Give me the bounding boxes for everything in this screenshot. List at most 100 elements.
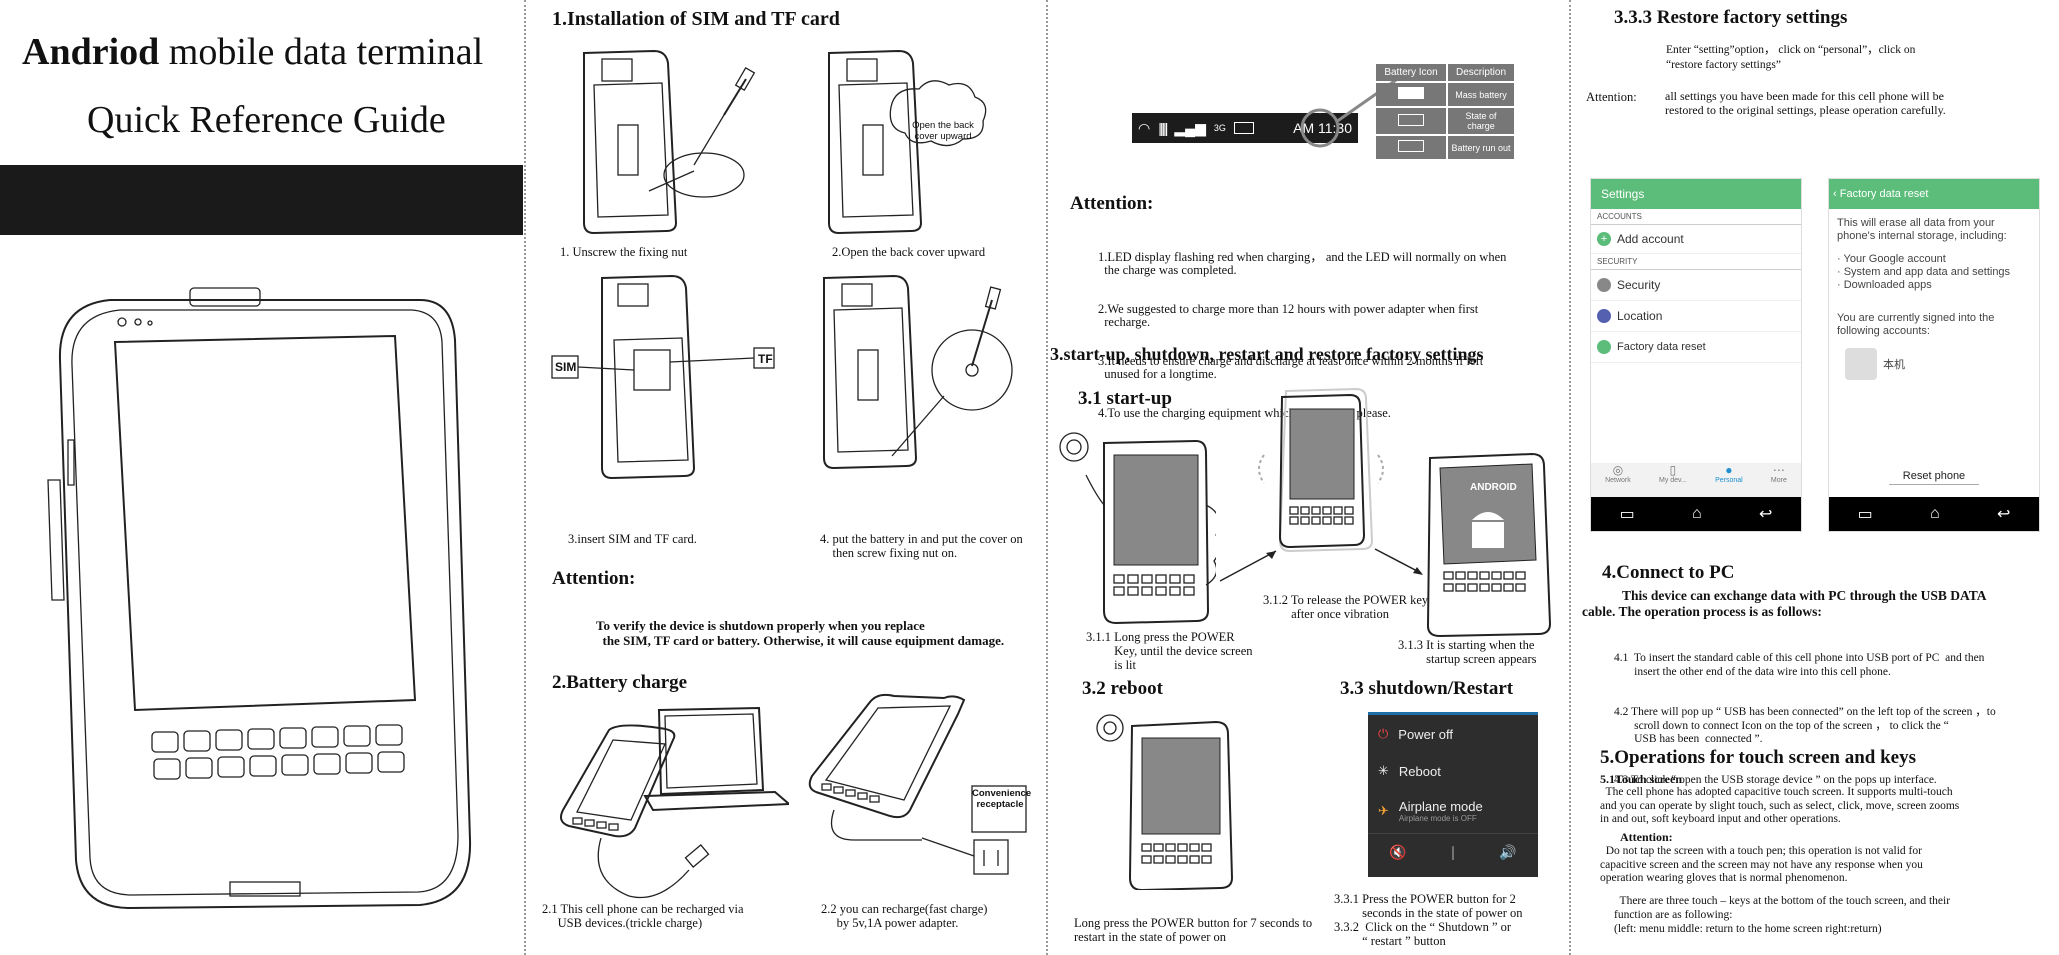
reset-icon xyxy=(1597,340,1611,354)
attention2-title: Attention: xyxy=(1070,193,1154,214)
ops-p1: The cell phone has adopted capacitive to… xyxy=(1600,786,1960,825)
startup-cap1: 3.1.1 Long press the POWER Key, until th… xyxy=(1086,630,1253,672)
add-icon: + xyxy=(1597,232,1611,246)
location-label: Location xyxy=(1617,309,1663,323)
startup-cap3: 3.1.3 It is starting when the startup sc… xyxy=(1398,638,1537,666)
restore-instruction: Enter “setting”option， click on “persona… xyxy=(1666,44,1916,71)
sim-label: SIM xyxy=(555,360,577,374)
table-header-desc: Description xyxy=(1448,64,1514,81)
startup-illustration-3: ANDROID xyxy=(1426,452,1552,638)
shutdown-cap2: 3.3.2 Click on the “ Shutdown ” or “ res… xyxy=(1334,920,1512,948)
table-row-3: Battery run out xyxy=(1448,136,1514,159)
step4-caption: 4. put the battery in and put the cover … xyxy=(820,532,1023,560)
tab-network[interactable]: ◎Network xyxy=(1605,463,1631,484)
sim-attention-title: Attention: xyxy=(552,568,636,589)
battery-charging-row-icon xyxy=(1376,108,1446,134)
tab-my-device[interactable]: ▯My dev... xyxy=(1658,463,1687,484)
reset-p2: You are currently signed into the follow… xyxy=(1837,312,1995,337)
reboot-caption: Long press the POWER button for 7 second… xyxy=(1074,916,1313,944)
reset-bullet-3: · Downloaded apps xyxy=(1837,279,1932,291)
restore-heading: 3.3.3 Restore factory settings xyxy=(1614,7,1848,28)
title-bold: Andriod xyxy=(22,31,160,73)
security-label: Security xyxy=(1617,278,1661,292)
step3-caption: 3.insert SIM and TF card. xyxy=(568,532,697,546)
add-account-label: Add account xyxy=(1617,232,1684,246)
security-header: SECURITY xyxy=(1591,254,1801,270)
home-icon[interactable]: ⌂ xyxy=(1692,505,1702,522)
reboot-heading: 3.2 reboot xyxy=(1082,678,1163,699)
shutdown-cap1: 3.3.1 Press the POWER button for 2 secon… xyxy=(1334,892,1523,920)
account-row: 本机 xyxy=(1829,338,2039,380)
startup-heading: 3.start-up, shutdown, restart and restor… xyxy=(1050,344,1484,364)
back-icon-2[interactable]: ↩ xyxy=(1996,506,2011,523)
sound-mode-row[interactable]: 🔇 ∣ 🔊 xyxy=(1368,833,1538,870)
connect-step-2: 4.2 There will pop up “ USB has been con… xyxy=(1614,706,1996,745)
step3-illustration xyxy=(551,274,775,480)
recent-apps-icon-2[interactable]: ▭ xyxy=(1857,506,1873,523)
vibrate-icon[interactable]: ∣ xyxy=(1449,843,1457,860)
attention2-item-2: 2.We suggested to charge more than 12 ho… xyxy=(1098,302,1479,329)
android-robot-icon xyxy=(1472,512,1504,548)
lock-icon xyxy=(1597,278,1611,292)
reset-bullets: · Your Google account · System and app d… xyxy=(1829,243,2039,292)
ops-attention: Attention: xyxy=(1620,830,1673,844)
step2-illustration xyxy=(828,49,987,235)
avatar xyxy=(1845,348,1877,380)
attention2-item-3: 3.It needs to ensure charge and discharg… xyxy=(1098,354,1484,381)
mute-icon[interactable]: 🔇 xyxy=(1389,843,1407,860)
battery-usb-illustration xyxy=(560,706,789,899)
battery-heading: 2.Battery charge xyxy=(552,672,688,693)
connect-heading: 4.Connect to PC xyxy=(1602,562,1735,583)
connect-steps: 4.1 To insert the standard cable of this… xyxy=(1614,625,1996,814)
tab-more[interactable]: ⋯More xyxy=(1770,463,1787,484)
battery-charging-icon xyxy=(1233,122,1254,134)
menu-reboot[interactable]: ✳Reboot xyxy=(1368,753,1538,789)
wifi-icon: ◠ xyxy=(1138,119,1151,136)
airplane-icon: ✈ xyxy=(1378,803,1389,818)
tab-personal[interactable]: ●Personal xyxy=(1715,463,1743,484)
connect-intro: This device can exchange data with PC th… xyxy=(1582,588,1987,619)
reset-bullet-2: · System and app data and settings xyxy=(1837,266,2011,278)
battery-cap2: 2.2 you can recharge(fast charge) by 5v,… xyxy=(821,902,988,930)
settings-navbar: ▭ ⌂ ↩ xyxy=(1591,497,1801,531)
network-type: 3G xyxy=(1213,123,1226,133)
connect-step-1: 4.1 To insert the standard cable of this… xyxy=(1614,652,1985,678)
sim-attention-text: To verify the device is shutdown properl… xyxy=(596,618,1005,648)
battery-cap1: 2.1 This cell phone can be recharged via… xyxy=(542,902,744,930)
back-icon[interactable]: ↩ xyxy=(1758,506,1773,523)
reset-p1: This will erase all data from your phone… xyxy=(1837,217,2007,242)
reset-title-bar[interactable]: ‹ Factory data reset xyxy=(1829,179,2039,209)
menu-power-off[interactable]: ⏻Power off xyxy=(1368,715,1538,753)
reset-phone-button[interactable]: Reset phone xyxy=(1889,470,1979,485)
reset-title: Factory data reset xyxy=(1839,188,1929,200)
battery-icon-table: Battery Icon Description Mass battery St… xyxy=(1374,62,1516,161)
startup-illustration-1 xyxy=(1059,432,1216,625)
cover-title: Andriod mobile data terminal xyxy=(22,30,483,74)
menu-airplane-label: Airplane mode xyxy=(1398,799,1483,814)
cover-device-illustration xyxy=(47,287,472,910)
security-item[interactable]: Security xyxy=(1591,270,1801,301)
table-row-1: Mass battery xyxy=(1448,83,1514,106)
step2-caption: 2.Open the back cover upward xyxy=(832,245,986,259)
step4-illustration xyxy=(823,274,1013,470)
sound-icon[interactable]: 🔊 xyxy=(1499,843,1517,860)
reboot-illustration xyxy=(1096,714,1234,890)
startup-cap2: 3.1.2 To release the POWER key after onc… xyxy=(1263,593,1429,621)
ops-p2: Do not tap the screen with a touch pen; … xyxy=(1600,845,1923,884)
ops-heading: 5.Operations for touch screen and keys xyxy=(1600,747,1916,768)
location-item[interactable]: Location xyxy=(1591,301,1801,332)
factory-reset-item[interactable]: Factory data reset xyxy=(1591,332,1801,363)
startup-arrow-2 xyxy=(1374,548,1423,575)
add-account-item[interactable]: + Add account xyxy=(1591,225,1801,254)
startup-arrow-1 xyxy=(1219,550,1277,582)
step1-illustration xyxy=(583,49,756,235)
ops-p3: There are three touch – keys at the bott… xyxy=(1614,895,1951,935)
back-chevron-icon[interactable]: ‹ xyxy=(1833,188,1837,200)
table-row-2: State of charge xyxy=(1448,108,1514,134)
reset-screen: ‹ Factory data reset This will erase all… xyxy=(1828,178,2040,532)
black-banner xyxy=(0,165,523,235)
home-icon-2[interactable]: ⌂ xyxy=(1930,505,1940,522)
recent-apps-icon[interactable]: ▭ xyxy=(1619,506,1635,523)
